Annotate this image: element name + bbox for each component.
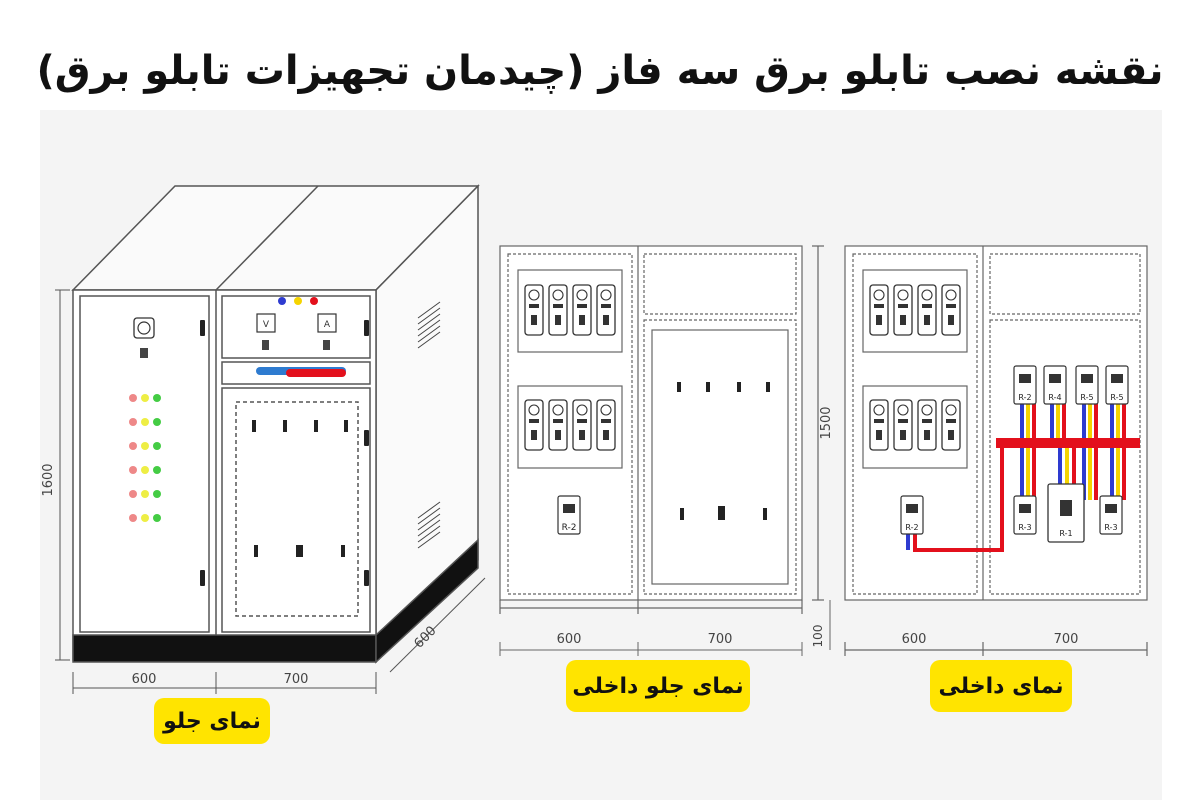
inner-bottom-relay-label: R-2 <box>905 523 918 532</box>
switch-label-plate <box>140 348 148 358</box>
inner-front-width-right-dim: 700 <box>708 632 733 647</box>
inner-top-relay-label: R-5 <box>1110 393 1123 402</box>
inner-width-left-dim: 600 <box>902 632 927 647</box>
ammeter-label: A <box>324 320 331 330</box>
front-height-dim: 1600 <box>41 463 56 496</box>
inner-width-right-dim: 700 <box>1054 632 1079 647</box>
ammeter-icon <box>317 313 337 333</box>
inner-bottom-relay-label: R-3 <box>1018 523 1031 532</box>
inner-front-view-label: نمای جلو داخلی <box>566 660 750 712</box>
voltmeter-label: V <box>263 320 270 330</box>
inner-wiring <box>906 404 1126 552</box>
inner-view-panel <box>844 245 1148 656</box>
inner-view-label: نمای داخلی <box>930 660 1072 712</box>
front-view-label: نمای جلو <box>154 698 270 744</box>
front-width-right-dim: 700 <box>284 672 309 687</box>
inner-top-relay-label: R-4 <box>1048 393 1061 402</box>
front-width-left-dim: 600 <box>132 672 157 687</box>
inner-front-width-left-dim: 600 <box>557 632 582 647</box>
page-title: نقشه نصب تابلو برق سه فاز (چیدمان تجهیزا… <box>36 48 1164 94</box>
inner-front-relay-label: R-2 <box>562 523 577 533</box>
inner-front-height-dim: 1500 <box>819 406 834 439</box>
phase-lamp-red <box>310 297 318 305</box>
busbar <box>996 438 1140 448</box>
phase-lamp-blue <box>278 297 286 305</box>
inner-top-relay-label: R-5 <box>1080 393 1093 402</box>
inner-bottom-relay-label: R-3 <box>1104 523 1117 532</box>
phase-lamp-yellow <box>294 297 302 305</box>
door-handle-icon <box>200 320 205 336</box>
inner-base-dim: 100 <box>811 625 825 648</box>
indicator-lamps <box>129 394 161 522</box>
voltmeter-icon <box>256 313 276 333</box>
inner-top-relay-label: R-2 <box>1018 393 1031 402</box>
inner-bottom-relay-label: R-1 <box>1059 529 1072 538</box>
selector-switch-icon <box>133 317 155 339</box>
front-view-cabinet <box>71 184 480 664</box>
